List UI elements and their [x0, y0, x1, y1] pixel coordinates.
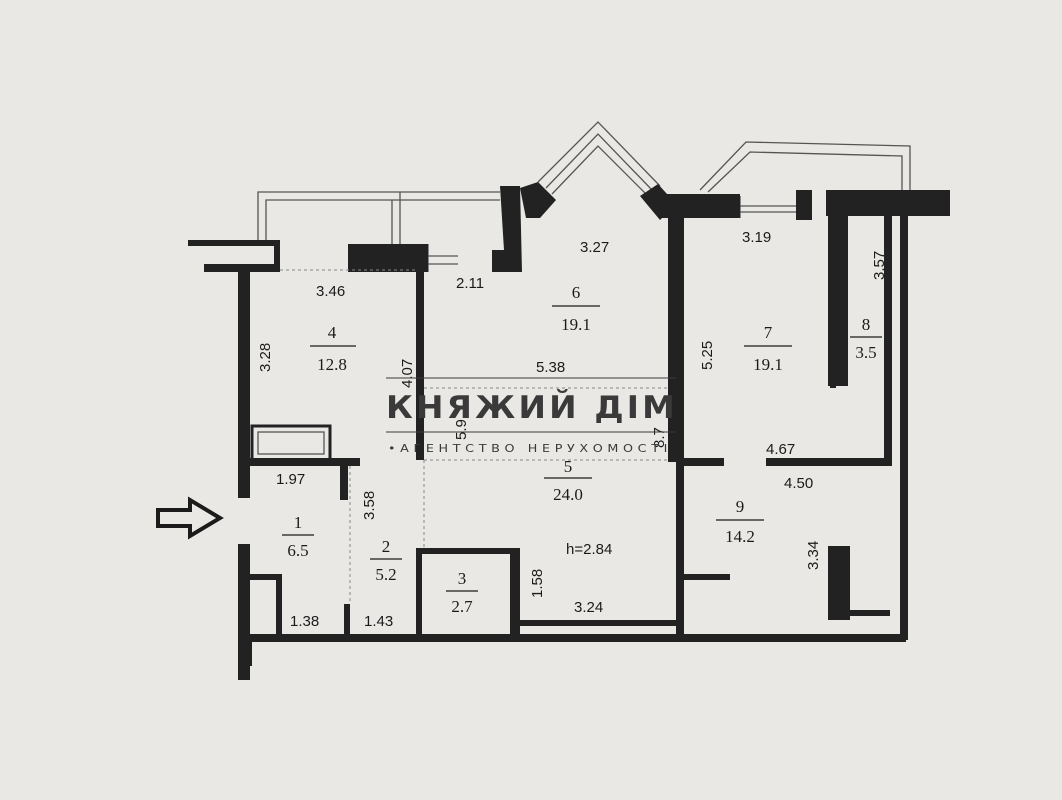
dimension-label: 4.67: [766, 441, 795, 458]
room-number: 5: [564, 457, 573, 476]
dimension-label: 1.97: [276, 471, 305, 488]
balcony-right: [699, 141, 911, 218]
room-8: 8 3.5: [850, 315, 882, 362]
dimension-labels: 3.46 3.28 4.07 2.11 3.27 5.38 3.19 5.2 5 …: [257, 229, 888, 630]
room-9: 9 14.2: [716, 497, 764, 546]
room-3: 3 2.7: [446, 569, 478, 616]
dimension-label: 5.38: [536, 359, 565, 376]
dimension-label: 5.25: [699, 341, 716, 370]
dimension-label: 3.28: [257, 343, 274, 372]
logo-title: КНЯЖИЙ ДІМ: [386, 390, 678, 426]
dimension-label: 3.24: [574, 599, 603, 616]
dimension-label: 3.19: [742, 229, 771, 246]
dimension-label: 3.34: [805, 541, 822, 570]
room-number: 6: [572, 283, 581, 302]
room-area: 24.0: [553, 485, 583, 504]
room-6: 6 19.1: [552, 283, 600, 334]
bathtub: [250, 424, 332, 462]
dimension-label: 3.57: [871, 251, 888, 280]
room-number: 4: [328, 323, 337, 342]
dimension-label: 4.50: [784, 475, 813, 492]
room-5: 5 24.0: [544, 457, 592, 504]
room-2: 2 5.2: [370, 537, 402, 584]
room-number: 3: [458, 569, 467, 588]
room-area: 6.5: [287, 541, 308, 560]
room-1: 1 6.5: [282, 513, 314, 560]
room-area: 19.1: [753, 355, 783, 374]
ceiling-height: h=2.84: [566, 541, 612, 558]
balcony-bay: [537, 121, 661, 195]
arrow-right-icon: [156, 496, 224, 540]
room-area: 3.5: [855, 343, 876, 362]
dimension-label: 1.58: [529, 569, 546, 598]
watermark-logo: КНЯЖИЙ ДІМ •АГЕНТСТВО НЕРУХОМОСТІ: [386, 377, 678, 455]
room-area: 19.1: [561, 315, 591, 334]
room-7: 7 19.1: [744, 323, 792, 374]
dimension-label: 2.11: [456, 275, 484, 292]
dimension-label: 1.43: [364, 613, 393, 630]
room-area: 2.7: [451, 597, 473, 616]
room-number: 1: [294, 513, 303, 532]
room-number: 7: [764, 323, 773, 342]
room-number: 9: [736, 497, 745, 516]
dimension-label: 3.46: [316, 283, 345, 300]
logo-subtitle: •АГЕНТСТВО НЕРУХОМОСТІ: [388, 442, 672, 455]
room-number: 8: [862, 315, 871, 334]
interior-walls: [250, 214, 892, 638]
dimension-label: 3.58: [361, 491, 378, 520]
room-area: 5.2: [375, 565, 396, 584]
dimension-label: 4.07: [399, 359, 416, 388]
dashed-boundaries: [280, 269, 668, 604]
dimension-label: 1.38: [290, 613, 319, 630]
dimension-label: 3.27: [580, 239, 609, 256]
room-number: 2: [382, 537, 391, 556]
exterior-walls: [188, 182, 950, 680]
room-4: 4 12.8: [310, 323, 356, 374]
room-area: 12.8: [317, 355, 347, 374]
room-area: 14.2: [725, 527, 755, 546]
dimension-label: 5.9: [453, 419, 470, 440]
